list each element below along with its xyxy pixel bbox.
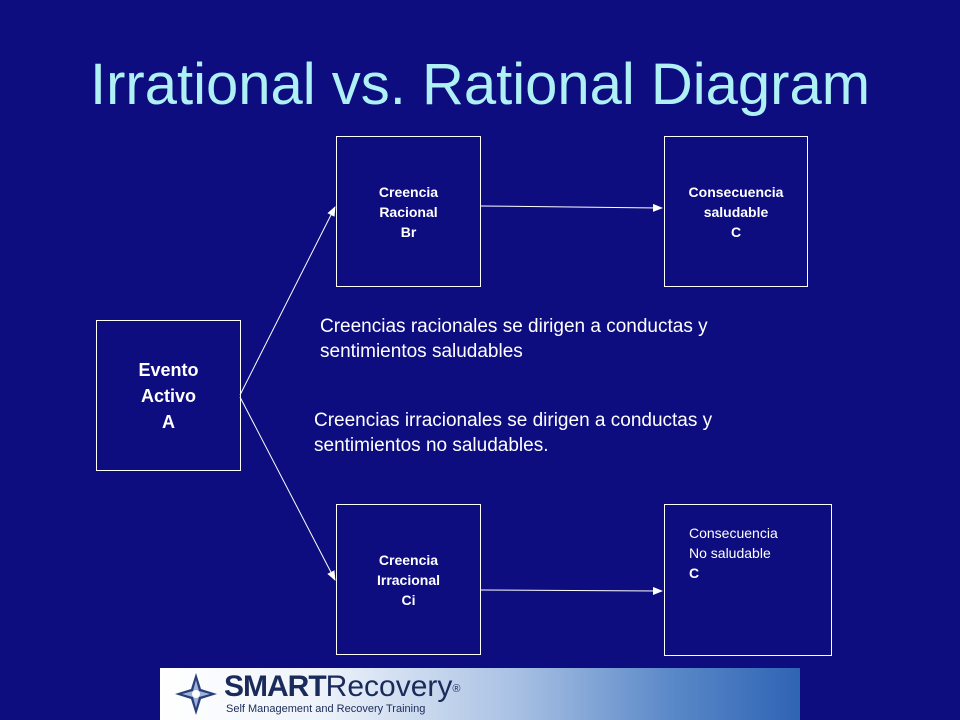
caption-rational: Creencias racionales se dirigen a conduc… (320, 314, 708, 364)
logo-smart-text: SMART (224, 670, 327, 703)
caption-irrational-line-2: sentimientos no saludables. (314, 435, 549, 456)
slide-title: Irrational vs. Rational Diagram (89, 52, 871, 117)
box-irrational-line-2: Irracional (376, 571, 441, 588)
box-irrational-line-1: Creencia (378, 551, 439, 568)
box-healthy-line-2: saludable (703, 203, 769, 220)
box-unhealthy-line-1: Consecuencia (689, 525, 778, 541)
logo-recovery-text: Recovery (325, 670, 453, 703)
box-rational-line-2: Racional (379, 203, 438, 220)
footer-banner: SMARTRecovery® Self Management and Recov… (160, 668, 800, 720)
caption-irrational-line-1: Creencias irracionales se dirigen a cond… (314, 410, 713, 431)
box-rational-line-1: Creencia (378, 183, 439, 200)
box-healthy-consequence: Consecuencia saludable C (664, 136, 808, 287)
box-event-line-1: Evento (138, 359, 199, 380)
box-unhealthy-consequence: Consecuencia No saludable C (664, 504, 832, 656)
box-irrational-line-3: Ci (401, 591, 416, 608)
caption-rational-line-1: Creencias racionales se dirigen a conduc… (320, 316, 708, 337)
box-event-line-2: Activo (140, 385, 196, 406)
box-unhealthy-line-2: No saludable (689, 545, 771, 561)
box-irrational-belief: Creencia Irracional Ci (336, 504, 481, 655)
arrow-event-to-rational (239, 206, 336, 396)
box-healthy-line-1: Consecuencia (688, 183, 784, 200)
arrow-irrational-to-unhealthy (480, 586, 663, 595)
arrow-event-to-irrational (239, 396, 336, 581)
box-rational-belief: Creencia Racional Br (336, 136, 481, 287)
caption-irrational: Creencias irracionales se dirigen a cond… (314, 408, 712, 458)
logo-tagline: Self Management and Recovery Training (226, 703, 426, 715)
box-event-line-3: A (162, 411, 175, 432)
box-unhealthy-line-3: C (689, 565, 700, 581)
arrow-rational-to-healthy (480, 203, 663, 212)
box-rational-line-3: Br (400, 223, 417, 240)
smart-recovery-logo: SMARTRecovery® (224, 672, 460, 702)
box-healthy-line-3: C (730, 223, 742, 240)
caption-rational-line-2: sentimientos saludables (320, 341, 523, 362)
registered-mark: ® (452, 683, 461, 695)
smart-star-icon (175, 673, 217, 715)
box-event-activator: Evento Activo A (96, 320, 241, 471)
